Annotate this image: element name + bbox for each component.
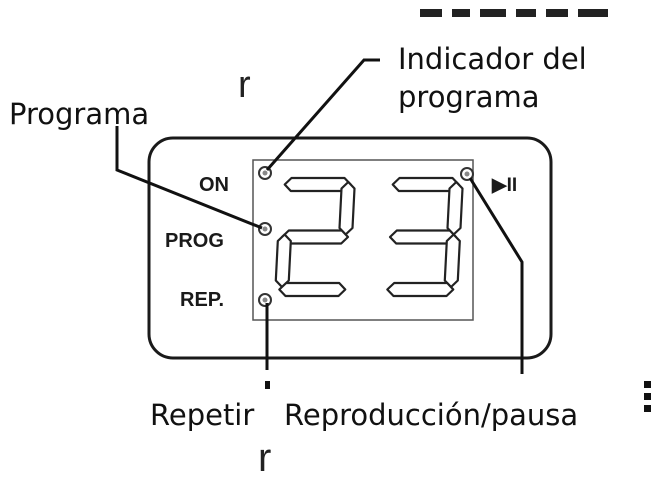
prog-indicator-icon	[258, 222, 272, 236]
play-pause-label: ▶II	[492, 175, 518, 196]
callout-repetir: Repetir	[150, 398, 255, 432]
seven-segment-display	[274, 176, 464, 298]
fragment-bottom-center: r	[258, 436, 272, 480]
play-pause-indicator-icon	[460, 167, 474, 181]
fragment-top-left: r	[238, 64, 251, 106]
stub-mark-center	[265, 381, 270, 389]
digit-2-segment-c	[443, 233, 461, 289]
digit-2-segment-d	[386, 281, 455, 298]
callout-indicador-line2: programa	[398, 80, 540, 114]
leader-line-reproduccion	[468, 177, 524, 374]
on-label: ON	[199, 174, 229, 196]
digit-1-segment-e	[274, 233, 292, 289]
leader-line-indicador	[265, 58, 380, 171]
rep-label: REP.	[180, 289, 225, 311]
stub-marks-right	[644, 381, 651, 412]
rep-indicator-icon	[258, 293, 272, 307]
callout-reproduccion: Reproducción/pausa	[284, 398, 579, 432]
digit-1-segment-b	[338, 180, 356, 236]
digit-1-segment-g	[280, 229, 350, 245]
cropped-top-text	[420, 9, 608, 17]
digit-2-segment-b	[446, 180, 464, 236]
leader-line-programa	[115, 126, 263, 230]
callout-programa: Programa	[9, 97, 150, 131]
callout-indicador-line1: Indicador del	[398, 42, 587, 76]
prog-label: PROG	[165, 230, 224, 252]
digit-1-segment-d	[278, 281, 347, 298]
